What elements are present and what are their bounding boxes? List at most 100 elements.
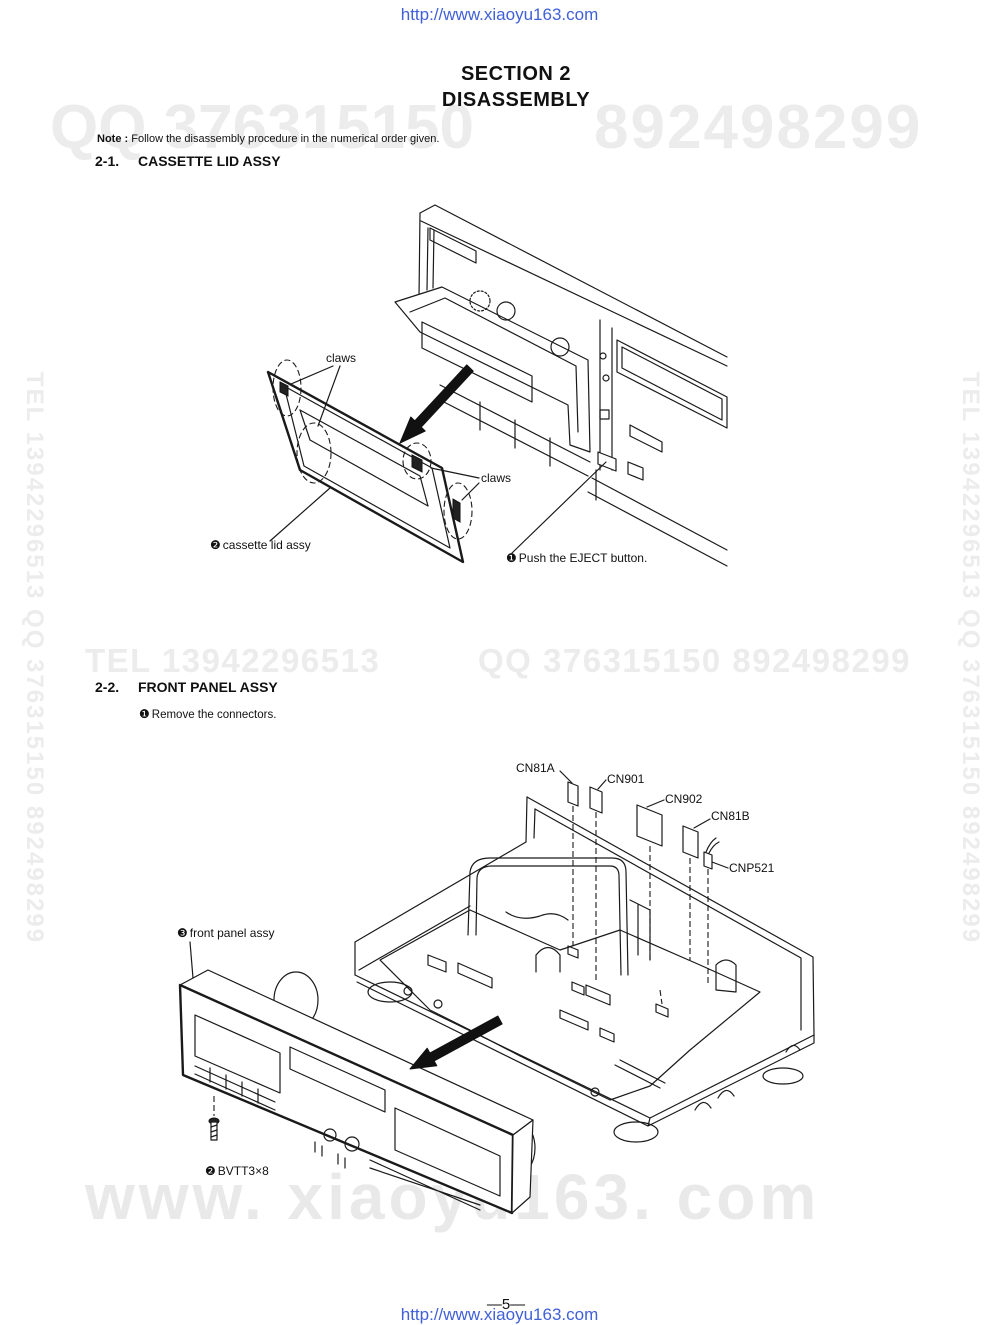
chassis-back-wall <box>527 797 814 1035</box>
watermark-middle-tel: TEL 13942296513 <box>85 642 381 679</box>
step-1-icon: ❶ <box>139 707 150 721</box>
connector-cn81a <box>568 782 578 806</box>
watermark-top-number: 892498299 <box>594 93 923 162</box>
connector-dashed-guides <box>573 806 708 1004</box>
board-wire <box>506 912 568 920</box>
claws-label-lower: claws <box>481 471 512 485</box>
leader-line <box>712 862 728 868</box>
subsection-1-heading: 2-1.CASSETTE LID ASSY <box>95 153 281 169</box>
lid-window <box>300 410 428 506</box>
connector-leader-lines <box>560 771 728 868</box>
claw-circle <box>273 360 301 416</box>
subsection-1-number: 2-1. <box>95 153 120 169</box>
cassette-holder-open <box>395 287 590 476</box>
board-socket <box>568 946 578 958</box>
watermark-side-right: TEL 13942296513 QQ 376315150 892498299 <box>957 372 984 944</box>
cassette-lid-text: cassette lid assy <box>222 538 311 552</box>
figure-cassette-lid <box>268 205 727 566</box>
chassis-back-wall-inner <box>535 809 801 1030</box>
leader-line <box>270 488 330 541</box>
leader-line <box>291 366 333 384</box>
holder-window <box>422 322 532 402</box>
leader-line <box>598 780 606 789</box>
footer-url: http://www.xiaoyu163.com <box>400 1305 599 1324</box>
reel-hub-icon <box>551 338 569 356</box>
board-socket <box>586 985 610 1005</box>
subsection-2-heading: 2-2. FRONT PANEL ASSY <box>95 679 278 695</box>
watermark-top-qq: QQ 376315150 <box>50 93 475 162</box>
pcb-components <box>428 900 668 1088</box>
cnp521-wires <box>706 838 719 853</box>
board-socket <box>560 1010 588 1030</box>
deck-left-edge <box>419 213 420 298</box>
chassis-left-rail <box>355 842 526 975</box>
cassette-lid-assy <box>268 372 463 562</box>
lid-inner-frame <box>284 386 450 548</box>
deck-top-edge <box>420 205 727 357</box>
page-number: —5— <box>486 1296 526 1313</box>
brand-logo-plate <box>430 228 476 263</box>
main-pcb <box>380 910 760 1100</box>
board-socket <box>600 1028 614 1042</box>
leader-line <box>431 468 479 478</box>
header-url: http://www.xiaoyu163.com <box>400 5 599 24</box>
connector-label-cn81b: CN81B <box>711 809 750 823</box>
display-window <box>617 340 727 428</box>
holder-frame <box>395 287 590 452</box>
display-inner <box>622 347 722 420</box>
left-button-row <box>195 1066 275 1110</box>
leader-line <box>190 942 193 978</box>
lid-claw <box>453 499 460 522</box>
volume-knob-icon <box>324 1129 336 1141</box>
leader-line <box>462 483 479 500</box>
note-text: Follow the disassembly procedure in the … <box>131 133 440 145</box>
front-panel-text: front panel assy <box>189 926 275 940</box>
cassette-window-right <box>395 1108 500 1196</box>
subsection-2-title: FRONT PANEL ASSY <box>138 679 278 695</box>
deck-left-recess <box>427 228 434 290</box>
flat-cable-loop <box>468 858 628 975</box>
screw-hole <box>591 1088 599 1096</box>
cable-inner <box>476 866 621 975</box>
claws-label-upper: claws <box>326 351 357 365</box>
section-title: DISASSEMBLY <box>441 89 591 111</box>
note-line: Note : Follow the disassembly procedure … <box>97 133 439 145</box>
cassette-window-left <box>195 1015 280 1093</box>
connector-cn81b <box>683 826 698 858</box>
board-socket <box>656 1004 668 1017</box>
board-bracket <box>536 948 560 973</box>
deck-lower-trim <box>588 470 727 566</box>
deck-top-edge-inner <box>421 221 727 366</box>
subsection-2-number: 2-2. <box>95 679 120 695</box>
instruction-text: Remove the connectors. <box>151 709 277 721</box>
mechanism-lines <box>440 385 590 476</box>
chassis-foot <box>614 1122 658 1142</box>
section-number: SECTION 2 <box>460 63 572 85</box>
gear-icon <box>470 291 490 311</box>
connector-label-cnp521: CNP521 <box>729 861 775 875</box>
figure-front-panel <box>180 771 814 1213</box>
screw-hole <box>434 1000 442 1008</box>
screw-thread <box>211 1125 217 1137</box>
small-button-icon <box>603 375 609 381</box>
claw-circle <box>444 483 472 539</box>
small-button-icon <box>600 353 606 359</box>
eject-button-key <box>598 452 616 471</box>
connector-cn901 <box>590 787 602 813</box>
front-panel-side <box>512 1120 533 1213</box>
rear-arch <box>695 1090 734 1110</box>
cable-outer <box>468 858 628 975</box>
figure-1-leader-lines <box>270 366 606 553</box>
board-socket <box>572 982 584 995</box>
eject-text: Push the EJECT button. <box>518 551 648 565</box>
indicator-slot <box>630 425 662 452</box>
leader-line <box>694 819 710 828</box>
leader-line <box>512 462 606 553</box>
connectors <box>568 782 719 869</box>
claw-highlight-circles <box>273 360 472 539</box>
eject-button <box>598 452 643 480</box>
